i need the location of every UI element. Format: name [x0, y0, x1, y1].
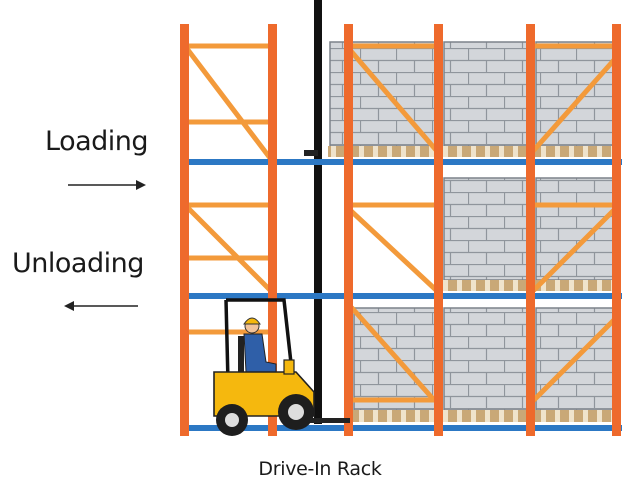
forklift-mast [304, 0, 322, 424]
arrow-left-icon [64, 301, 138, 311]
unloading-label: Unloading [12, 248, 144, 279]
pallet-box [535, 177, 617, 281]
pallet-box [443, 41, 531, 147]
rack-beams [184, 159, 622, 431]
pallet-box [443, 307, 531, 411]
pallet-box [535, 41, 617, 147]
pallet-box [443, 177, 531, 281]
pallet-base [328, 146, 618, 157]
arrow-right-icon [68, 180, 146, 190]
pallet-base [352, 410, 618, 422]
rack-uprights [180, 24, 621, 436]
driver-helmet [243, 317, 261, 325]
forklift-icon [213, 298, 350, 436]
diagram-caption: Drive-In Rack [258, 458, 382, 480]
loading-label: Loading [45, 126, 149, 157]
rack-braces [183, 43, 619, 403]
